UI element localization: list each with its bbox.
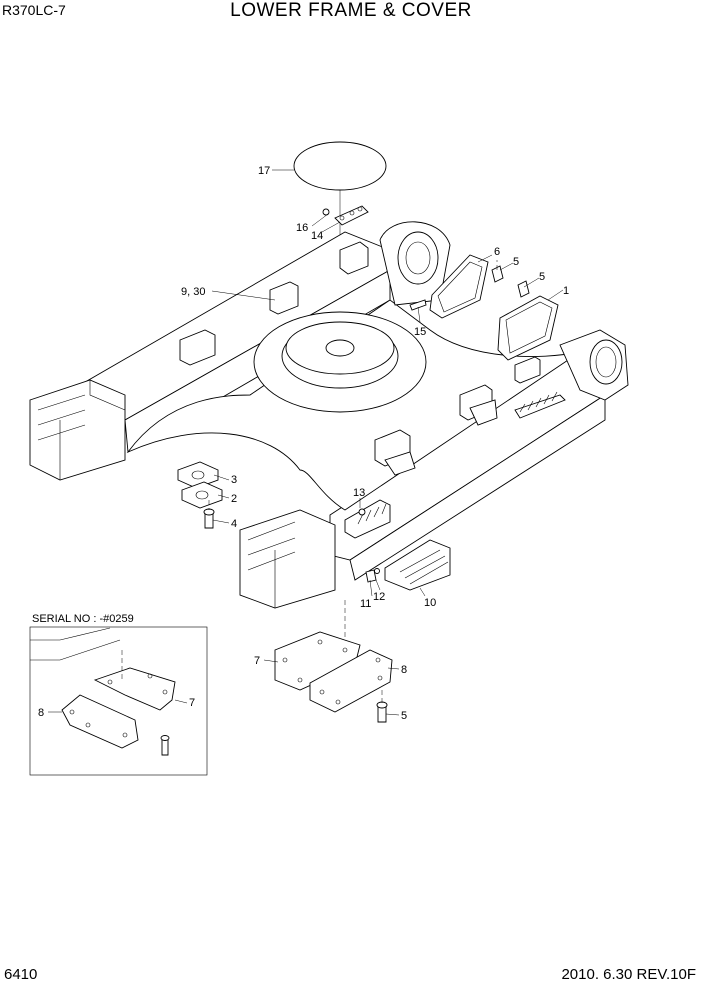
o-ring-part [293,141,387,191]
bolt-part [517,280,530,298]
callout-14: 14 [311,230,323,242]
callout-7: 7 [189,697,195,709]
callout-16: 16 [296,222,308,234]
page-number: 6410 [4,966,38,983]
callout-1: 1 [563,285,569,297]
bolt-part [409,299,427,311]
serial-inset: SERIAL NO : -#0259 8 7 [29,613,208,776]
callout-15: 15 [414,326,426,338]
cover-part [497,295,559,361]
gasket-part [181,481,223,509]
callout-13: 13 [353,487,365,499]
callout-9-30: 9, 30 [181,286,205,298]
callout-7: 7 [254,655,260,667]
gasket-part [177,461,219,489]
callout-4: 4 [231,518,237,530]
callout-6: 6 [494,246,500,258]
callout-8: 8 [38,707,44,719]
bolt-part [491,265,504,283]
nut-part [322,208,330,216]
callout-5: 5 [539,271,545,283]
lower-frame [29,221,629,609]
callout-8: 8 [401,664,407,676]
cover-part [429,254,489,319]
callout-10: 10 [424,597,436,609]
callout-5: 5 [513,256,519,268]
step-part [384,539,451,591]
callout-5: 5 [401,710,407,722]
callout-3: 3 [231,474,237,486]
step-bracket-part [344,499,391,539]
revision-date: 2010. 6.30 REV.10F [561,966,696,983]
model-name: R370LC-7 [2,2,66,18]
callout-12: 12 [373,591,385,603]
under-cover-part [309,649,393,713]
callout-17: 17 [258,165,270,177]
callout-2: 2 [231,493,237,505]
callout-11: 11 [360,598,371,610]
serial-label: SERIAL NO : -#0259 [32,613,134,625]
page-title: LOWER FRAME & COVER [230,0,472,21]
